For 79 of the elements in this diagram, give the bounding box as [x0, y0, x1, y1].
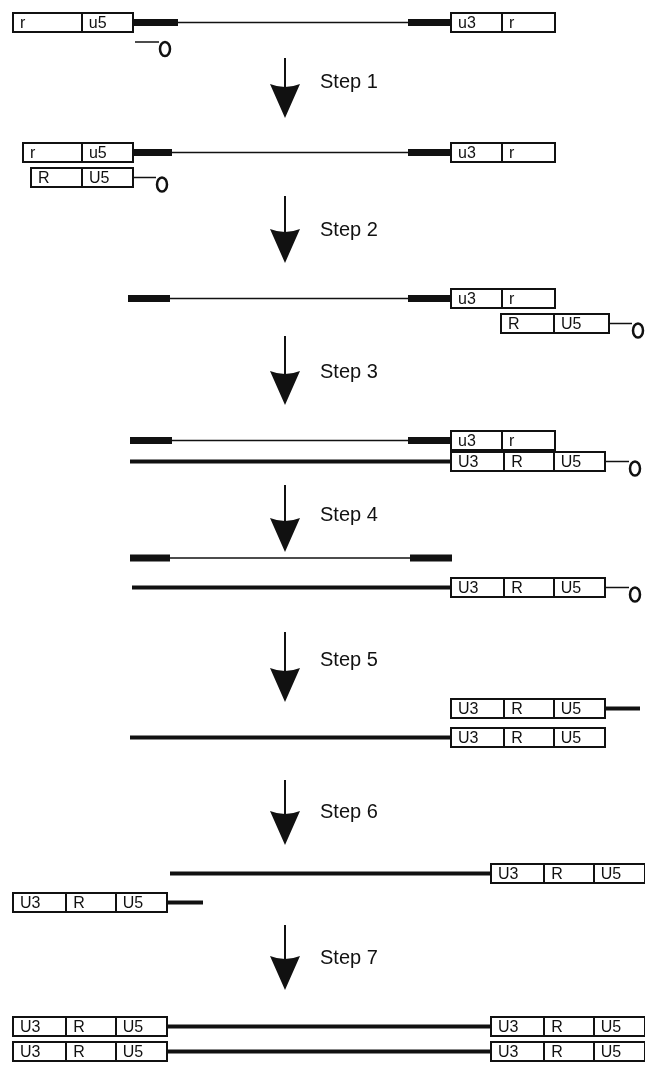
- segment-label: U5: [592, 865, 644, 882]
- segment-label: r: [501, 432, 554, 449]
- ltr-box: [490, 863, 645, 884]
- segment-label: R: [37, 169, 51, 186]
- ltr-box: [450, 430, 556, 451]
- segment-label: r: [19, 14, 27, 31]
- segment-label: u3: [457, 144, 477, 161]
- segment-label: U5: [81, 169, 132, 186]
- segment-label: U5: [552, 700, 604, 717]
- ltr-box: [450, 288, 556, 309]
- segment-label: U3: [497, 1043, 520, 1060]
- segment-label: r: [501, 144, 554, 161]
- step-label: Step 5: [320, 648, 378, 671]
- segment-label: r: [29, 144, 37, 161]
- segment-label: U3: [497, 865, 520, 882]
- ltr-box: [450, 142, 556, 163]
- segment-label: U5: [592, 1043, 644, 1060]
- dna-strand: [170, 871, 490, 876]
- dna-strand: [130, 459, 450, 464]
- ltr-box: [450, 727, 606, 748]
- segment-label: r: [501, 290, 554, 307]
- ltr-box: [450, 12, 556, 33]
- segment-label: U5: [592, 1018, 644, 1035]
- dna-strand: [168, 1049, 490, 1054]
- segment-label: U5: [114, 894, 166, 911]
- ltr-box: [12, 12, 134, 33]
- dna-strand: [168, 900, 203, 905]
- segment-label: R: [503, 700, 553, 717]
- ltr-box: [12, 1016, 168, 1037]
- segment-label: R: [503, 579, 553, 596]
- segment-label: U3: [457, 579, 480, 596]
- segment-label: U3: [457, 453, 480, 470]
- ltr-box: [500, 313, 610, 334]
- segment-label: R: [543, 1018, 593, 1035]
- segment-label: R: [543, 1043, 593, 1060]
- segment-label: R: [503, 453, 553, 470]
- segment-label: U3: [457, 700, 480, 717]
- segment-label: u3: [457, 290, 477, 307]
- segment-label: R: [65, 1043, 115, 1060]
- segment-label: u5: [80, 14, 132, 31]
- segment-label: U3: [19, 1043, 42, 1060]
- segment-label: U5: [553, 315, 608, 332]
- ltr-box: [490, 1041, 645, 1062]
- dna-strand: [132, 585, 450, 590]
- dna-strand: [130, 735, 450, 740]
- segment-label: r: [501, 14, 554, 31]
- segment-label: U5: [552, 579, 604, 596]
- step-label: Step 7: [320, 946, 378, 969]
- step-label: Step 1: [320, 70, 378, 93]
- ltr-box: [30, 167, 134, 188]
- segment-label: u5: [80, 144, 132, 161]
- segment-label: R: [507, 315, 521, 332]
- segment-label: u3: [457, 432, 477, 449]
- segment-label: U3: [457, 729, 480, 746]
- step-label: Step 6: [320, 800, 378, 823]
- ltr-box: [450, 577, 606, 598]
- segment-label: U5: [114, 1043, 166, 1060]
- segment-label: U3: [19, 894, 42, 911]
- segment-label: R: [543, 865, 593, 882]
- step-label: Step 4: [320, 503, 378, 526]
- ltr-box: [12, 1041, 168, 1062]
- segment-label: U5: [114, 1018, 166, 1035]
- ltr-box: [450, 698, 606, 719]
- ltr-box: [12, 892, 168, 913]
- step-label: Step 3: [320, 360, 378, 383]
- segment-label: U3: [19, 1018, 42, 1035]
- segment-label: R: [65, 1018, 115, 1035]
- segment-label: R: [65, 894, 115, 911]
- ltr-box: [22, 142, 134, 163]
- dna-strand: [168, 1024, 490, 1029]
- step-label: Step 2: [320, 218, 378, 241]
- ltr-box: [450, 451, 606, 472]
- segment-label: U3: [497, 1018, 520, 1035]
- segment-label: u3: [457, 14, 477, 31]
- ltr-box: [490, 1016, 645, 1037]
- dna-strand: [606, 706, 640, 711]
- segment-label: U5: [552, 453, 604, 470]
- segment-label: R: [503, 729, 553, 746]
- segment-label: U5: [552, 729, 604, 746]
